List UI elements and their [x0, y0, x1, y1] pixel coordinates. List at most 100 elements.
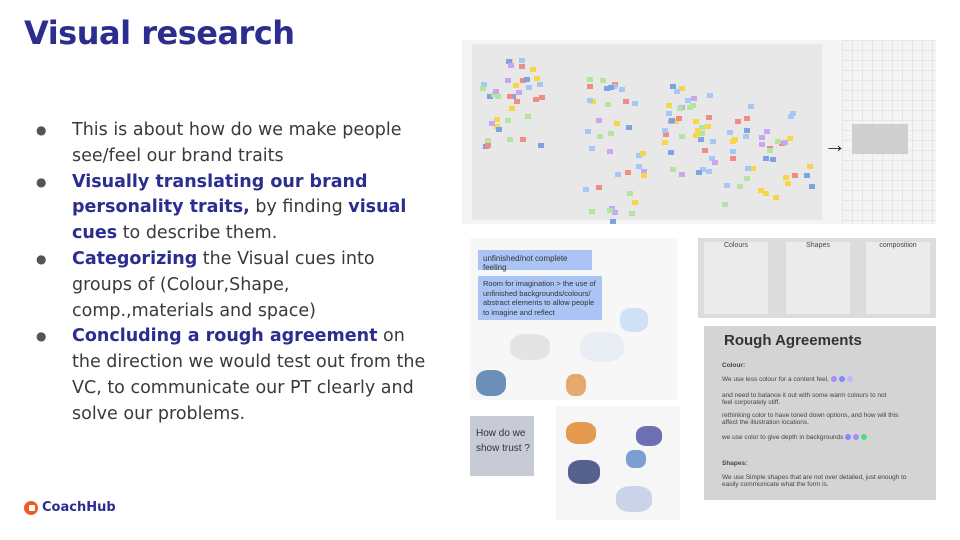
bullet-item: This is about how do we make people see/… — [36, 118, 436, 170]
color-dot — [845, 434, 852, 441]
illustration — [568, 460, 600, 484]
sticky-note-thumb — [519, 57, 526, 63]
sticky-note-thumb — [792, 173, 799, 179]
category-column: Colours — [704, 242, 768, 314]
agreement-line: and need to balance it out with some war… — [722, 392, 887, 406]
sticky-note-thumb — [737, 183, 744, 189]
sticky-note-thumb — [600, 78, 607, 84]
board-canvas — [472, 44, 822, 224]
sticky-note-thumb — [607, 208, 614, 214]
sticky-note-thumb — [619, 86, 626, 92]
sticky-note-thumb — [506, 58, 513, 64]
sticky-note-thumb — [730, 148, 737, 154]
sticky-note-thumb — [685, 98, 692, 104]
sticky-note-thumb — [766, 148, 773, 154]
sticky-note-thumb — [686, 104, 693, 110]
sticky-note-thumb — [808, 183, 815, 189]
bullet-item: Concluding a rough agreement on the dire… — [36, 324, 436, 427]
sticky-note-thumb — [747, 104, 754, 109]
bullet-text: This is about how do we make people see/… — [72, 120, 402, 166]
sticky-note-thumb — [487, 94, 494, 100]
sticky-note-thumb — [769, 156, 776, 162]
sticky-note-thumb — [519, 63, 526, 69]
sticky-note-thumb — [707, 93, 713, 99]
sticky-note: Room for imagination > the use of unfini… — [478, 276, 602, 320]
sticky-note-thumb — [494, 94, 501, 100]
slide-title: Visual research — [24, 14, 295, 52]
sticky-note-thumb — [743, 176, 750, 182]
sticky-note-thumb — [662, 139, 669, 145]
sticky-note-thumb — [641, 172, 648, 178]
sticky-note-thumb — [783, 174, 790, 180]
sticky-note-thumb — [678, 86, 685, 92]
sticky-note-thumb — [590, 98, 597, 104]
sticky-note-thumb — [677, 105, 684, 111]
sticky-note-thumb — [589, 208, 596, 214]
sticky-note-thumb — [512, 83, 519, 89]
sticky-note-thumb — [491, 91, 498, 97]
sticky-note-thumb — [519, 136, 526, 142]
sticky-note-thumb — [597, 134, 604, 140]
sticky-note-thumb — [629, 211, 636, 217]
sticky-note-thumb — [722, 201, 729, 207]
sticky-note-thumb — [537, 82, 544, 88]
sticky-note-thumb — [626, 124, 633, 130]
sticky-note-thumb — [504, 78, 511, 84]
sticky-note-thumb — [763, 155, 770, 161]
sticky-note-thumb — [759, 142, 766, 148]
bullet-bold: Concluding a rough agreement — [72, 326, 378, 347]
sticky-note-thumb — [787, 114, 794, 120]
sticky-note-thumb — [595, 184, 602, 190]
sticky-note-thumb — [662, 127, 668, 133]
sticky-note-thumb — [763, 129, 770, 135]
miro-board-image: → — [462, 40, 936, 224]
sticky-note-thumb — [775, 138, 782, 144]
sticky-note-thumb — [526, 85, 533, 91]
sticky-note-thumb — [603, 85, 610, 91]
sticky-note-thumb — [608, 130, 615, 136]
sticky-note-thumb — [636, 163, 643, 169]
rough-agreements-title: Rough Agreements — [724, 332, 862, 349]
sticky-note-thumb — [524, 114, 531, 120]
sticky-note-thumb — [678, 134, 685, 140]
color-dot — [838, 376, 845, 383]
illustration — [476, 370, 506, 396]
sticky-note-thumb — [508, 62, 515, 68]
coachhub-logo-icon — [24, 500, 38, 515]
category-column: Shapes — [786, 242, 850, 314]
sticky-note-thumb — [588, 145, 595, 151]
sticky-note-thumb — [507, 93, 514, 99]
sticky-note-thumb — [699, 125, 706, 131]
sticky-note-thumb — [773, 195, 780, 201]
sticky-note-thumb — [675, 115, 682, 121]
agreement-line: we use color to give depth in background… — [722, 434, 868, 441]
sticky-note-thumb — [668, 149, 675, 155]
sticky-note-thumb — [778, 141, 785, 147]
category-column: composition — [866, 242, 930, 314]
sticky-note-thumb — [496, 126, 503, 132]
sticky-note-thumb — [734, 118, 741, 124]
illustration — [566, 422, 596, 444]
sticky-note-thumb — [785, 180, 792, 186]
bullet-text: by finding — [249, 197, 349, 218]
sticky-note-thumb — [699, 167, 706, 173]
sticky-note-thumb — [615, 171, 622, 177]
agreement-text: we use color to give depth in background… — [722, 434, 844, 441]
sticky-note-thumb — [595, 118, 602, 124]
sticky-note-thumb — [586, 77, 593, 83]
agreement-line: We use Simple shapes that are not over d… — [722, 474, 907, 488]
sticky-note-thumb — [484, 142, 491, 148]
sticky-note-thumb — [585, 129, 592, 135]
bullet-text: on the direction we would test out from … — [72, 326, 426, 424]
sticky-note-thumb — [622, 99, 629, 105]
sticky-note-thumb — [582, 187, 589, 193]
coachhub-logo: CoachHub — [24, 500, 116, 515]
sticky-note-thumb — [586, 84, 593, 90]
sticky-note-thumb — [520, 78, 527, 84]
sticky-note-thumb — [516, 90, 523, 96]
sticky-note-thumb — [631, 100, 638, 106]
sticky-note-thumb — [698, 136, 705, 142]
sticky-note-thumb — [504, 118, 511, 124]
sticky-note-thumb — [481, 82, 488, 88]
card-stack — [852, 124, 908, 154]
